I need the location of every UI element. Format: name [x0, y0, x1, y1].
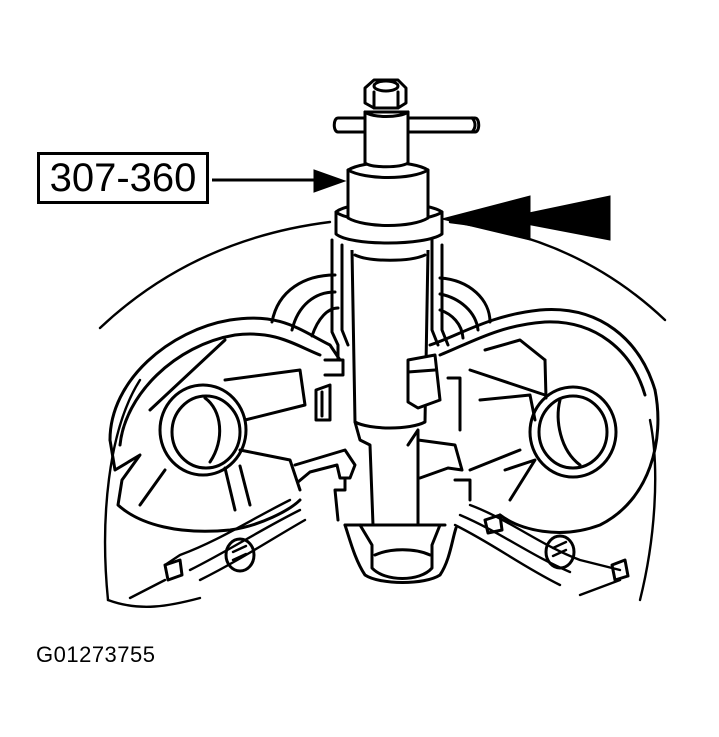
- tool-number-callout: 307-360: [37, 152, 209, 204]
- right-bearing: [528, 385, 618, 479]
- hex-nut[interactable]: [363, 78, 408, 110]
- direction-arrow: [441, 195, 611, 241]
- callout-arrow: [212, 169, 347, 193]
- t-handle[interactable]: [332, 116, 481, 134]
- right-bracket: [453, 503, 630, 597]
- differential-core: [293, 353, 472, 527]
- left-bracket: [128, 498, 307, 600]
- figure-id: G01273755: [36, 642, 156, 667]
- tool-number-label: 307-360: [49, 156, 197, 200]
- right-carrier-lobe: [428, 308, 660, 534]
- left-carrier-lobe: [108, 316, 342, 533]
- left-bearing: [158, 383, 248, 477]
- forcing-screw: [363, 110, 410, 169]
- tool-body: [346, 161, 430, 227]
- pinion-housing: [343, 523, 458, 584]
